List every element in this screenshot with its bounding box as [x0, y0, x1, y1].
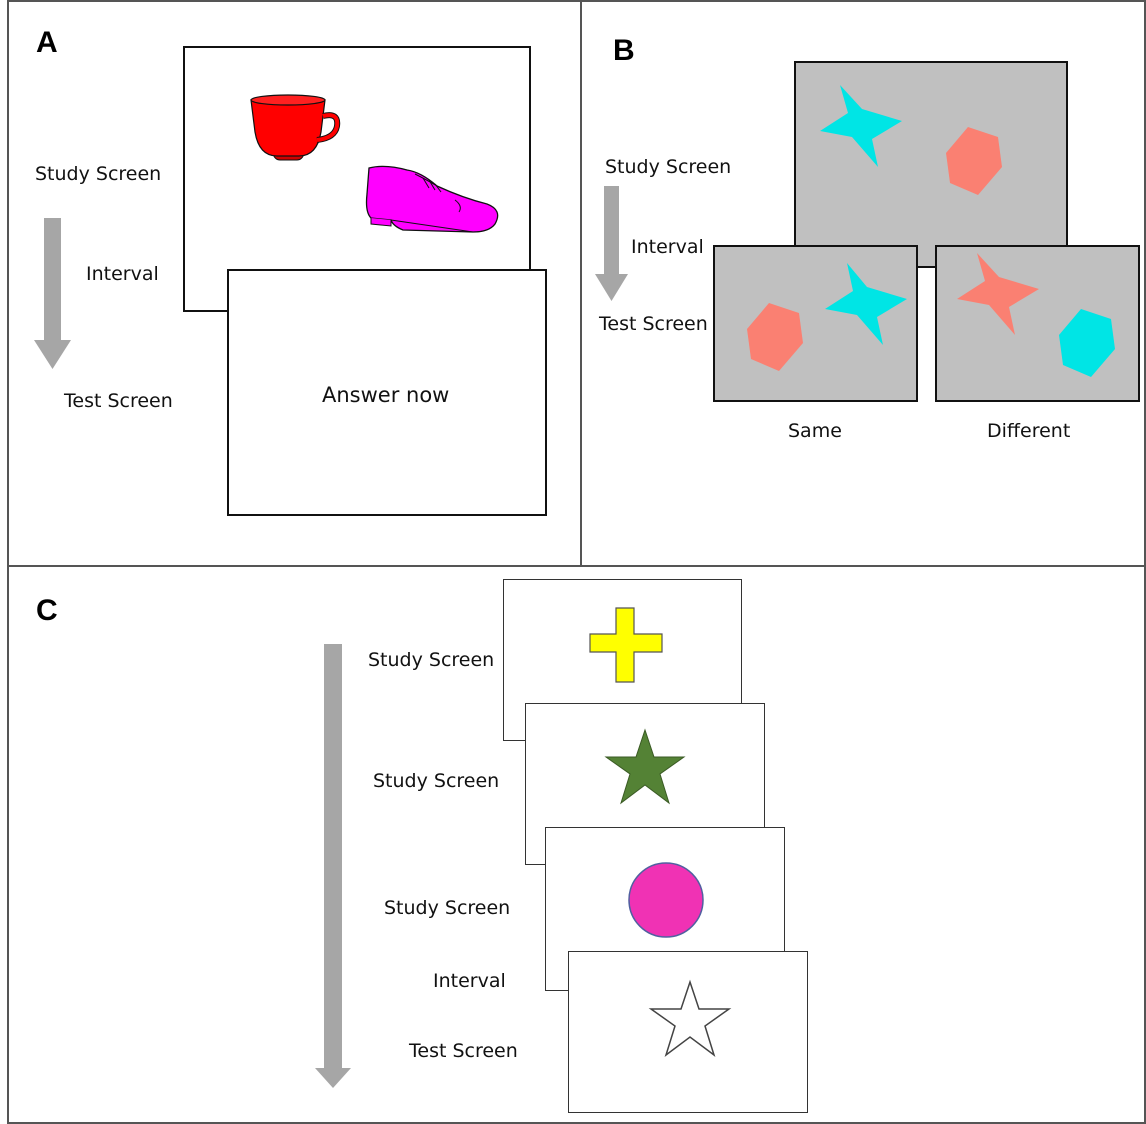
cup-icon	[250, 94, 341, 161]
panel-b-study-label: Study Screen	[605, 156, 732, 178]
answer-now-text: Answer now	[322, 383, 450, 407]
bowtie-shape	[957, 253, 1039, 335]
star-shape	[604, 728, 686, 805]
outline-star-shape	[648, 979, 732, 1057]
panel-a-label: A	[36, 26, 58, 59]
panel-a-test-screen: Answer now	[227, 269, 547, 516]
panel-a-study-screen	[183, 46, 531, 312]
panel-b-interval-label: Interval	[631, 236, 704, 258]
panel-a-test-label: Test Screen	[64, 390, 173, 412]
panel-c-interval-label: Interval	[433, 970, 506, 992]
panel-b-time-arrow	[595, 186, 628, 301]
panel-c-test-label: Test Screen	[409, 1040, 518, 1062]
circle-shape	[628, 862, 704, 938]
different-label: Different	[987, 420, 1071, 442]
panel-b-different-screen	[935, 245, 1140, 402]
bowtie-shape	[825, 263, 907, 345]
panel-b-same-screen	[713, 245, 918, 402]
panel-a-interval-label: Interval	[86, 263, 159, 285]
hexagon-shape	[1059, 309, 1115, 377]
panel-b-label: B	[613, 34, 635, 67]
panel-a-study-label: Study Screen	[35, 163, 162, 185]
hexagon-shape	[747, 303, 803, 371]
panel-c-study-label-3: Study Screen	[384, 897, 511, 919]
panel-c-study-label-2: Study Screen	[373, 770, 500, 792]
panel-c-label: C	[36, 594, 58, 627]
shoe-icon	[365, 165, 499, 233]
bowtie-shape	[820, 85, 902, 167]
hexagon-shape	[946, 127, 1002, 195]
panel-c-test-screen	[568, 951, 808, 1113]
panel-b-test-label: Test Screen	[599, 313, 708, 335]
panel-c-time-arrow	[315, 644, 351, 1088]
panel-c-study-label-1: Study Screen	[368, 649, 495, 671]
panel-b-study-screen	[794, 61, 1068, 268]
same-label: Same	[788, 420, 842, 442]
cross-shape	[589, 607, 663, 683]
panel-a-time-arrow	[34, 218, 71, 369]
